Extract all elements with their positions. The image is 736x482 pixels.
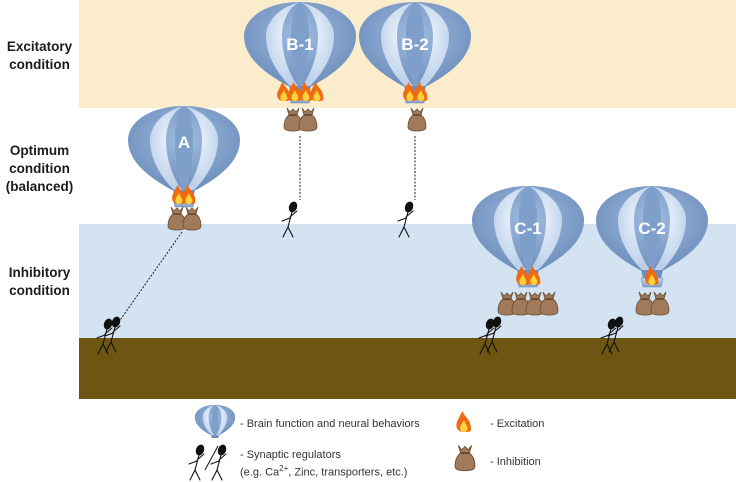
legend-excitation-text: - Excitation bbox=[490, 418, 545, 430]
rope-lines bbox=[117, 136, 416, 324]
ground bbox=[79, 338, 736, 399]
regulator-figure-b1 bbox=[281, 200, 299, 238]
balloon-b1-label: B-1 bbox=[286, 35, 313, 54]
sack-legend-icon bbox=[454, 444, 476, 472]
rope-a bbox=[117, 231, 183, 324]
legend-excitation: - Excitation bbox=[490, 417, 544, 431]
excitatory-condition-text: Excitatory condition bbox=[6, 39, 73, 72]
legend-regulators-prefix: (e.g. Ca bbox=[240, 466, 280, 479]
balloon-c2-label: C-2 bbox=[638, 219, 665, 238]
balloon-a-label: A bbox=[178, 133, 190, 152]
legend-inhibition-text: - Inhibition bbox=[490, 456, 541, 468]
regulator-figures-c2 bbox=[600, 315, 625, 355]
optimum-condition-text: Optimum condition (balanced) bbox=[5, 143, 74, 194]
regulator-figures-a bbox=[96, 315, 122, 355]
legend-regulators-line2: (e.g. Ca2+, Zinc, transporters, etc.) bbox=[240, 462, 407, 480]
balloon-a bbox=[128, 106, 240, 231]
balloon-b2 bbox=[359, 2, 471, 132]
legend-brain-function: - Brain function and neural behaviors bbox=[240, 417, 420, 431]
regulator-figure-b2 bbox=[397, 200, 415, 238]
regulator-legend-icon bbox=[188, 443, 228, 481]
inhibitory-condition-label: Inhibitory condition bbox=[0, 264, 79, 300]
balloon-legend-icon bbox=[194, 404, 236, 438]
legend-synaptic-regulators: - Synaptic regulators (e.g. Ca2+, Zinc, … bbox=[240, 448, 407, 480]
regulator-figures-c1 bbox=[478, 315, 503, 355]
legend-regulators-sup: 2+ bbox=[279, 464, 289, 473]
inhibitory-condition-text: Inhibitory condition bbox=[8, 265, 71, 298]
balloon-c1 bbox=[472, 186, 584, 316]
excitatory-condition-label: Excitatory condition bbox=[0, 38, 79, 74]
legend-regulators-suffix: , Zinc, transporters, etc.) bbox=[288, 466, 408, 479]
balloon-c2 bbox=[596, 186, 708, 316]
balloon-c1-label: C-1 bbox=[514, 219, 541, 238]
balloon-b1 bbox=[244, 2, 356, 132]
legend-inhibition: - Inhibition bbox=[490, 455, 541, 469]
legend-brain-function-text: - Brain function and neural behaviors bbox=[240, 418, 420, 430]
legend-regulators-line1: - Synaptic regulators bbox=[240, 449, 341, 461]
flame-legend-icon bbox=[456, 411, 472, 432]
balloon-b2-label: B-2 bbox=[401, 35, 428, 54]
optimum-condition-label: Optimum condition (balanced) bbox=[0, 142, 79, 196]
